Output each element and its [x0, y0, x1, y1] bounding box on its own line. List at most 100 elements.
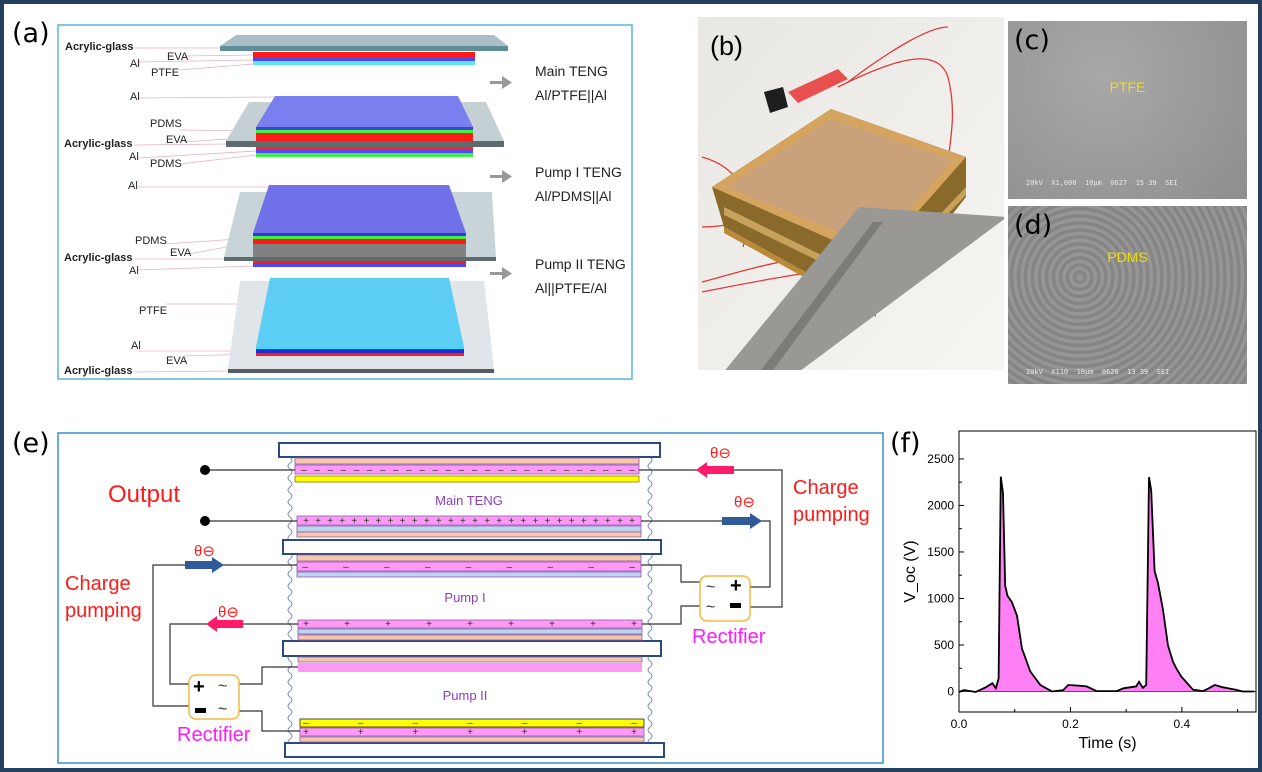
negative-charge: –: [472, 465, 478, 476]
positive-charge: +: [545, 516, 551, 527]
label-acrylic-glass: Acrylic-glass: [64, 138, 132, 150]
positive-charge: +: [351, 516, 357, 527]
negative-charge: –: [564, 465, 570, 476]
ac-icon: ~: [706, 579, 715, 596]
pump2-teng-title: Pump II TENG: [535, 256, 626, 272]
charge-pumping-label: Charge: [65, 573, 131, 595]
material-label-pdms: PDMS: [1107, 249, 1148, 265]
y-tick-label: 2000: [927, 498, 954, 512]
negative-charge: –: [547, 562, 553, 573]
positive-charge: +: [460, 516, 466, 527]
electron-icon: θ⊖: [710, 445, 731, 462]
acrylic-plate: [282, 539, 662, 555]
negative-charge: –: [629, 465, 635, 476]
label-eva: EVA: [167, 51, 189, 63]
arrow-right-icon: [185, 557, 224, 573]
label-eva: EVA: [166, 134, 188, 146]
positive-charge: +: [590, 619, 596, 630]
positive-charge: +: [467, 727, 473, 738]
positive-charge: +: [508, 516, 514, 527]
spring-right: [647, 456, 653, 746]
output-label: Output: [108, 481, 180, 508]
positive-charge: +: [388, 516, 394, 527]
sem-info: 20kV X1,000 10μm 0627 15 39 SEI: [1026, 179, 1178, 187]
negative-charge: –: [303, 718, 309, 729]
ptfe-top-4: [256, 278, 464, 347]
device-photo: (b): [698, 17, 1004, 370]
label-al: Al: [131, 340, 141, 352]
positive-charge: +: [484, 516, 490, 527]
negative-charge: –: [380, 465, 386, 476]
charge-pumping-label: Charge: [793, 477, 859, 499]
label-ptfe: PTFE: [139, 305, 167, 317]
negative-charge: –: [406, 465, 412, 476]
positive-charge: +: [532, 516, 538, 527]
main-teng-label: Main TENG: [435, 493, 503, 508]
positive-charge: +: [631, 727, 637, 738]
positive-charge: +: [631, 619, 637, 630]
positive-charge: +: [617, 516, 623, 527]
negative-charge: –: [358, 718, 364, 729]
label-al: Al: [129, 265, 139, 277]
acrylic-plate: [278, 442, 661, 458]
pump1-teng-title: Pump I TENG: [535, 164, 622, 180]
charge-pumping-label: pumping: [65, 600, 142, 622]
negative-charge: –: [511, 465, 517, 476]
ac-icon: ~: [218, 701, 227, 718]
rectifier-right: ~ ~ +: [699, 575, 751, 622]
label-ptfe: PTFE: [151, 67, 179, 79]
positive-charge: +: [448, 516, 454, 527]
label-al: Al: [128, 180, 138, 192]
negative-charge: –: [537, 465, 543, 476]
positive-charge: +: [569, 516, 575, 527]
negative-charge: –: [603, 465, 609, 476]
charge-signs: ––––––––––––––––––––––––––++++++++++++++…: [301, 465, 637, 738]
y-tick-label: 0: [947, 685, 954, 699]
negative-charge: –: [577, 465, 583, 476]
sem-image-ptfe: (c) PTFE 20kV X1,000 10μm 0627 15 39 SEI: [1008, 21, 1247, 199]
negative-charge: –: [629, 562, 635, 573]
arrow-left-icon: [696, 462, 734, 478]
sem-image-pdms: (d) PDMS 20kV X110 10μm 0620 13 39 SEI: [1008, 206, 1247, 384]
arrow-icons: [490, 76, 512, 280]
negative-charge: –: [631, 718, 637, 729]
pump1-teng-structure: Al/PDMS||Al: [535, 188, 612, 204]
positive-charge: +: [303, 727, 309, 738]
electron-icon: θ⊖: [734, 494, 755, 511]
pdms-layer: [256, 130, 473, 133]
panel-a-label: (a): [12, 18, 50, 49]
plus-icon: +: [730, 575, 742, 597]
panel-a-frame: [57, 24, 633, 380]
positive-charge: +: [344, 619, 350, 630]
arrow-right-icon: [490, 170, 512, 183]
alligator-clip: [788, 69, 848, 103]
negative-charge: –: [413, 718, 419, 729]
al-layer: [253, 58, 475, 61]
negative-charge: –: [507, 562, 513, 573]
negative-charge: –: [302, 562, 308, 573]
acrylic-glass-top: [220, 35, 508, 46]
negative-charge: –: [522, 718, 528, 729]
positive-charge: +: [436, 516, 442, 527]
y-tick-label: 2500: [927, 452, 954, 466]
main-teng-title: Main TENG: [535, 63, 608, 79]
electron-icon: θ⊖: [194, 543, 215, 560]
positive-charge: +: [593, 516, 599, 527]
positive-charge: +: [467, 619, 473, 630]
negative-charge: –: [550, 465, 556, 476]
panel-c-label: (c): [1014, 25, 1050, 56]
sem-texture: [1008, 21, 1247, 199]
label-al: Al: [130, 58, 140, 70]
positive-charge: +: [520, 516, 526, 527]
rectifier-label: Rectifier: [177, 724, 251, 746]
y-tick-label: 1000: [927, 591, 954, 605]
connector: [764, 87, 788, 113]
electron-icon: θ⊖: [218, 604, 239, 621]
positive-charge: +: [581, 516, 587, 527]
spring-left: [287, 456, 293, 746]
output-terminal: [200, 465, 210, 475]
x-axis-label: Time (s): [1078, 735, 1136, 752]
y-tick-label: 500: [934, 638, 954, 652]
